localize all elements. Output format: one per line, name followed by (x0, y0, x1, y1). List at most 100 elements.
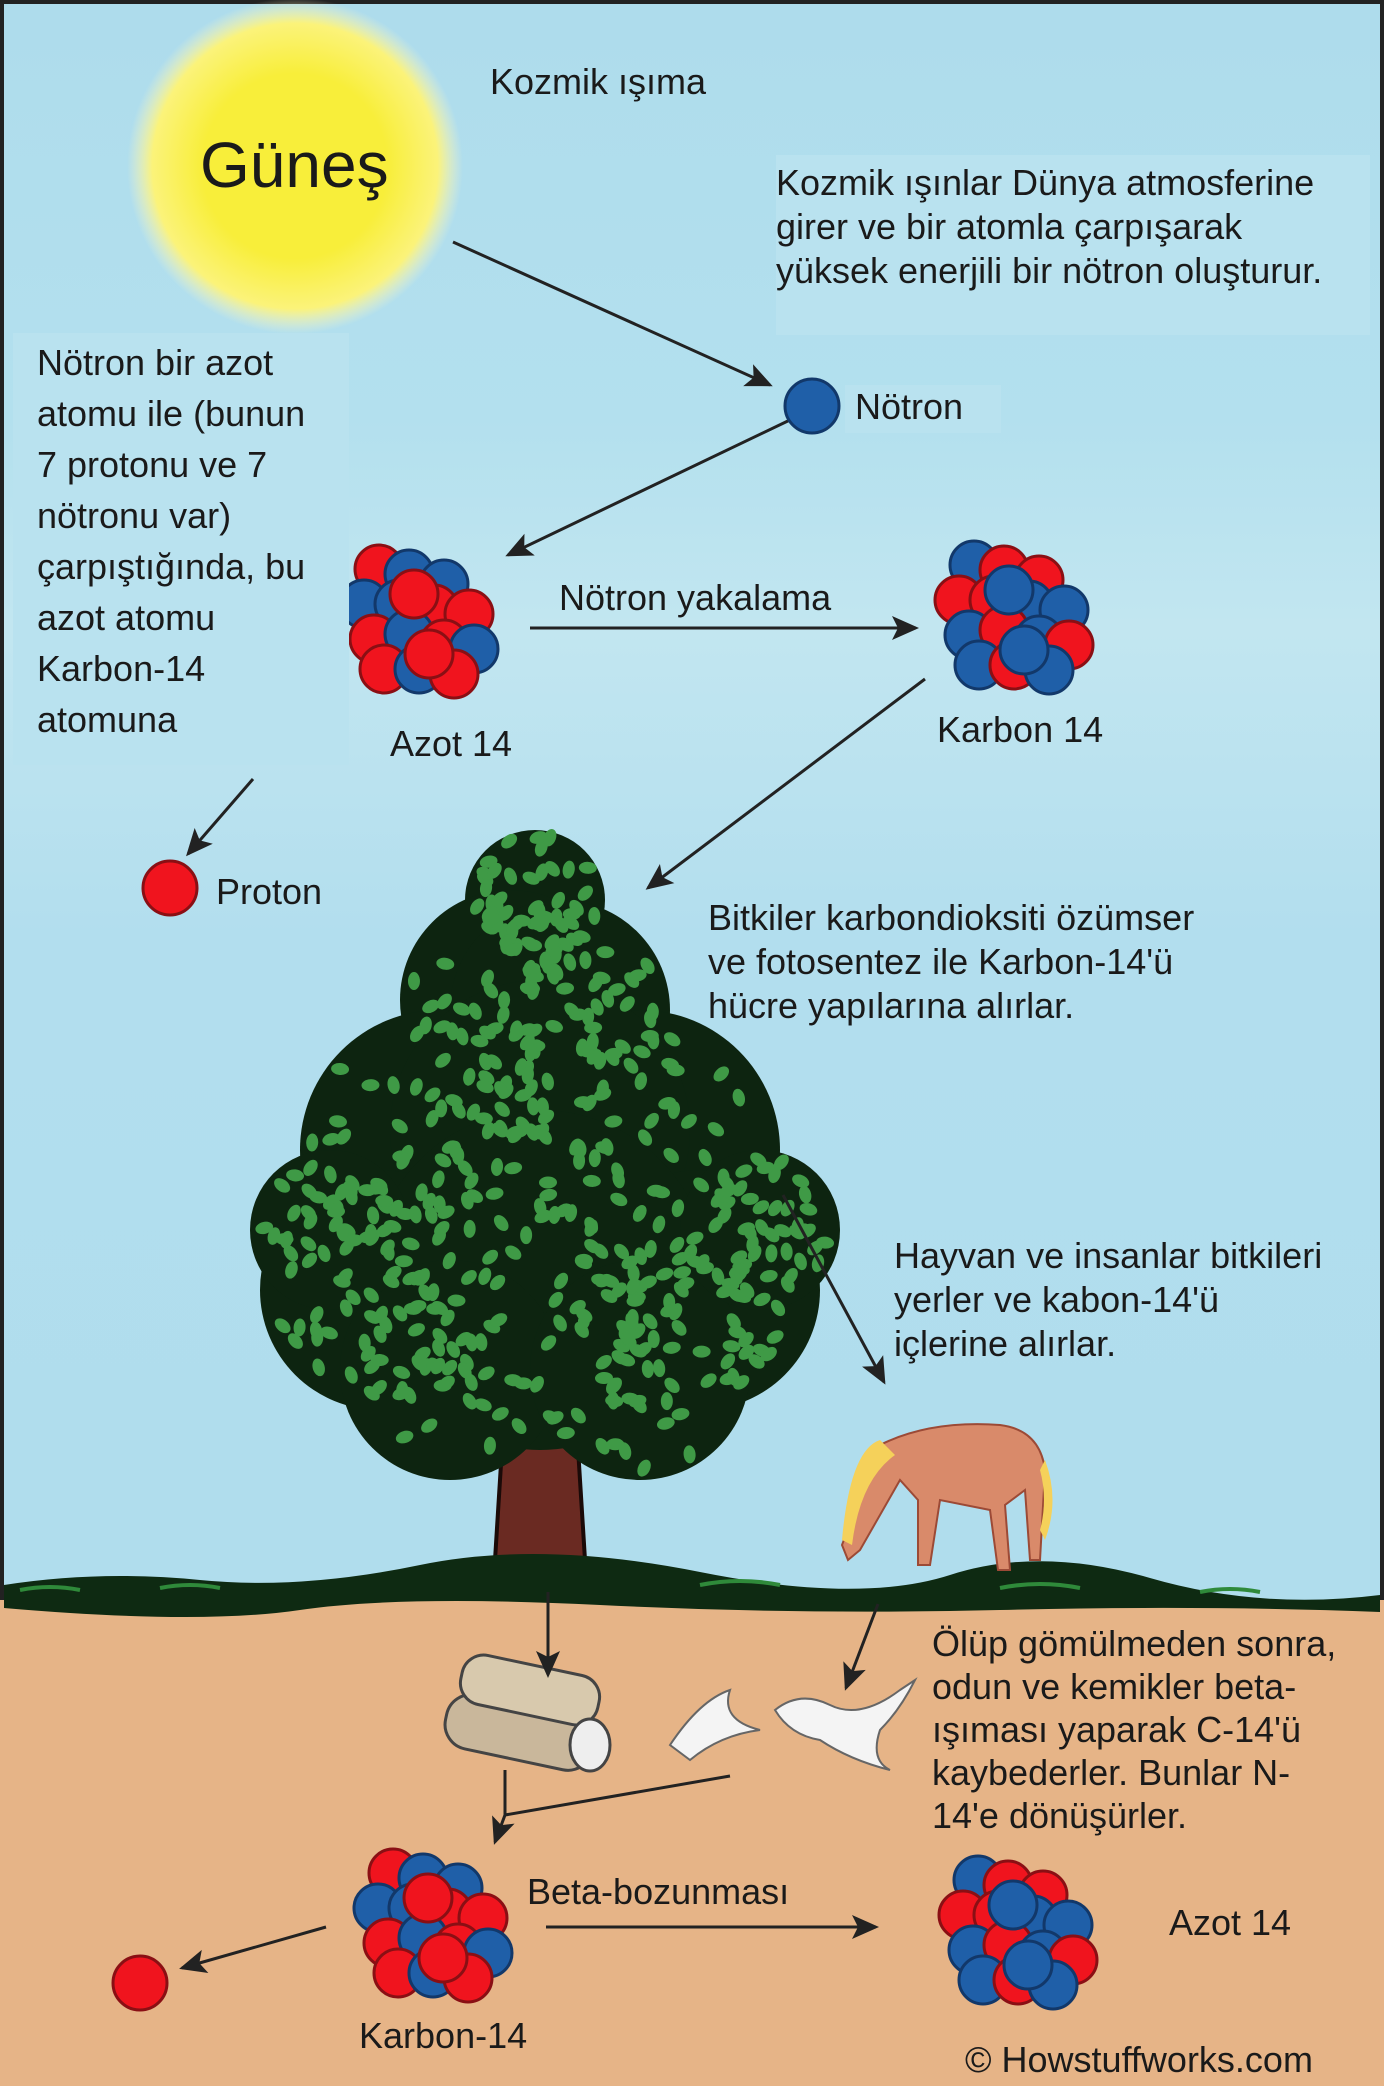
leaf (364, 1359, 381, 1375)
leaf (320, 1326, 338, 1340)
leaf (534, 1209, 552, 1224)
leaf (267, 1227, 281, 1245)
azot-14-nucleus (338, 543, 500, 700)
animals-text-line: yerler ve kabon-14'ü (894, 1279, 1220, 1320)
leaf (293, 1318, 306, 1337)
death-text-line: ışıması yaparak C-14'ü (932, 1709, 1302, 1750)
leaf (611, 1282, 627, 1298)
leaf (510, 1020, 523, 1039)
leaf (766, 1330, 784, 1344)
leaf (287, 1333, 303, 1349)
leaf (530, 1375, 544, 1393)
leaf (763, 1227, 780, 1243)
leaf (732, 1180, 748, 1197)
leaf (345, 1175, 360, 1192)
leaf (489, 1274, 506, 1291)
leaf (551, 891, 566, 909)
leaf (626, 1308, 639, 1327)
leaf (575, 1038, 589, 1057)
leaf (312, 1358, 325, 1377)
bones (668, 1677, 918, 1771)
leaf (798, 1185, 812, 1204)
leaf (482, 1249, 499, 1265)
leaf (730, 1250, 748, 1265)
copyright: © Howstuffworks.com (965, 2039, 1313, 2080)
leaf (481, 1121, 495, 1140)
leaf (435, 1052, 451, 1068)
leaf (474, 1398, 492, 1412)
leaf (436, 957, 455, 970)
leaf (642, 1313, 658, 1330)
leaf (656, 1417, 675, 1430)
leaf (535, 863, 549, 881)
leaf (627, 1264, 640, 1283)
leaf (692, 1345, 711, 1358)
leaf (322, 1133, 341, 1146)
leaf (421, 1418, 438, 1433)
leaf (275, 1233, 294, 1246)
arrow-tree-to-horse (781, 1194, 886, 1385)
leaf (401, 1237, 420, 1251)
leaf (424, 1206, 438, 1224)
leaf (720, 1353, 736, 1370)
leaf (396, 1152, 411, 1170)
leaf (662, 1341, 681, 1354)
leaf (584, 1219, 598, 1237)
leaf (433, 1020, 451, 1034)
leaf (582, 1174, 601, 1187)
leaf (646, 1184, 665, 1197)
leaf (498, 904, 514, 921)
leaf (760, 1346, 777, 1362)
leaf (683, 1445, 696, 1464)
leaf (463, 1219, 476, 1238)
leaf (300, 1205, 317, 1221)
leaf (590, 998, 604, 1016)
left-text-line: 7 protonu ve 7 (37, 444, 268, 485)
leaf (538, 1109, 555, 1125)
leaf (416, 1268, 430, 1286)
leaf (367, 1182, 386, 1195)
leaf (519, 1034, 535, 1051)
leaf (574, 1096, 592, 1109)
arrow-sun-to-neutron (452, 240, 773, 387)
proton-particle (141, 859, 199, 917)
leaf (432, 1229, 446, 1246)
leaf (653, 1359, 666, 1378)
leaf (595, 1354, 612, 1370)
sun-label: Güneş (200, 129, 389, 201)
leaf (435, 1099, 448, 1118)
leaf (487, 862, 502, 879)
leaf (584, 1021, 603, 1034)
leaf (683, 1244, 698, 1262)
leaf (553, 1314, 567, 1332)
leaf (556, 982, 575, 995)
leaf (770, 1299, 786, 1317)
leaf (765, 1244, 778, 1263)
leaf (738, 1344, 755, 1360)
leaf (774, 1224, 792, 1238)
leaf (395, 1430, 414, 1444)
leaf (619, 996, 635, 1012)
leaf (628, 1394, 647, 1408)
cosmic-text-box: Kozmik ışınlar Dünya atmosferine girer v… (776, 155, 1370, 335)
leaf (483, 1436, 496, 1455)
leaf (634, 1247, 647, 1266)
proton (388, 568, 440, 620)
leaf (596, 946, 615, 959)
leaf (644, 1112, 659, 1129)
leaf (550, 908, 563, 927)
bottom-proton-particle (111, 1954, 169, 2012)
leaf (453, 1002, 471, 1016)
leaf (535, 915, 550, 932)
leaf (644, 1240, 657, 1258)
leaf (363, 1385, 380, 1401)
leaf (440, 1309, 455, 1327)
leaf (431, 1300, 449, 1316)
leaf (490, 1158, 504, 1176)
leaf (311, 1328, 324, 1347)
horse (840, 1423, 1053, 1571)
leaf (479, 879, 493, 898)
leaf (427, 1283, 440, 1302)
neutron-particle (783, 377, 841, 435)
leaf (522, 962, 541, 976)
